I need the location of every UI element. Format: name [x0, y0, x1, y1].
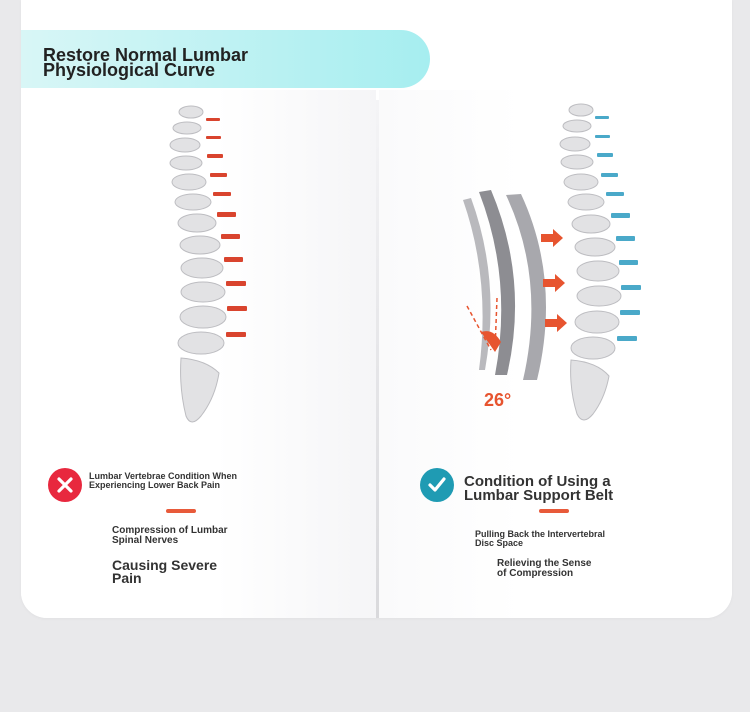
- panel-divider: [376, 100, 379, 618]
- right-separator: [539, 509, 569, 513]
- left-heading: Lumbar Vertebrae Condition When Experien…: [89, 471, 238, 490]
- check-icon: [420, 468, 454, 502]
- right-panel: [379, 90, 732, 618]
- left-separator: [166, 509, 196, 513]
- left-detail: Compression of Lumbar Spinal Nerves: [112, 525, 228, 546]
- right-heading: Condition of Using a Lumbar Support Belt: [464, 473, 614, 504]
- right-detail: Pulling Back the Intervertebral Disc Spa…: [475, 529, 606, 548]
- banner-title: Restore Normal Lumbar Physiological Curv…: [43, 45, 249, 80]
- comparison-card: Restore Normal Lumbar Physiological Curv…: [21, 0, 732, 618]
- angle-label: 26°: [484, 390, 512, 410]
- right-result: Relieving the Sense of Compression: [497, 558, 592, 579]
- cross-icon: [48, 468, 82, 502]
- spine-illustration-right: [541, 98, 651, 428]
- support-belt-illustration: [451, 180, 561, 390]
- spine-illustration-left: [151, 98, 261, 433]
- left-result: Causing Severe Pain: [112, 557, 218, 586]
- title-banner: Restore Normal Lumbar Physiological Curv…: [21, 30, 430, 88]
